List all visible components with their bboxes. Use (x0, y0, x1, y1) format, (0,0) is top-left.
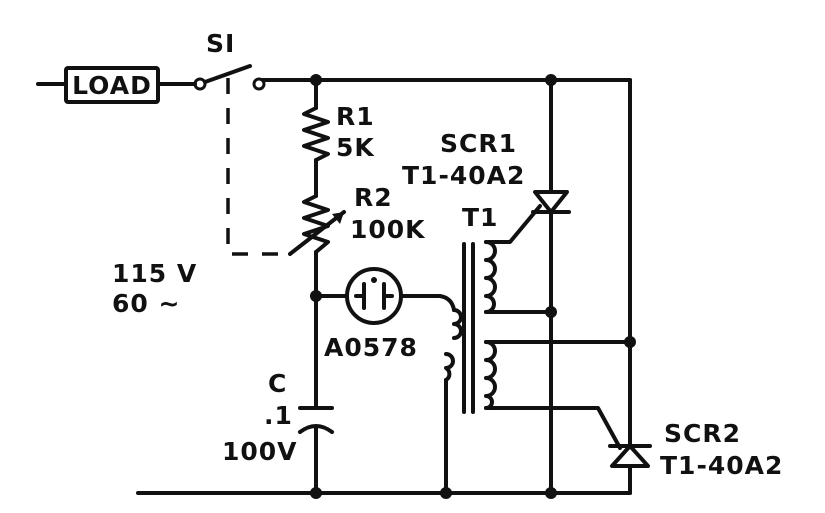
scr2-part-label: T1-40A2 (660, 451, 783, 480)
switch-label: SI (206, 29, 235, 58)
neon-lamp: A0578 (324, 267, 418, 362)
cap-name-label: C (268, 369, 287, 398)
junction-dot (545, 487, 557, 499)
r1-name-label: R1 (336, 102, 375, 131)
load-box: LOAD (64, 66, 160, 104)
junction-dot (545, 306, 557, 318)
transformer-t1: T1 (444, 203, 498, 414)
scr2-name-label: SCR2 (664, 419, 741, 448)
junction-dot (310, 487, 322, 499)
junction-dot (310, 290, 322, 302)
scr1: SCR1 T1-40A2 (402, 129, 571, 214)
supply-frequency-label: 60 ~ (112, 289, 180, 318)
switch-s1: SI (193, 29, 266, 91)
load-label: LOAD (72, 71, 152, 100)
r2-name-label: R2 (354, 183, 393, 212)
resistor-r1: R1 5K (302, 102, 375, 162)
junction-dot (624, 336, 636, 348)
junction-dot (310, 74, 322, 86)
supply-voltage-label: 115 V (112, 259, 197, 288)
lamp-part-label: A0578 (324, 333, 418, 362)
cap-value-label: .1 (264, 401, 293, 430)
supply-label: 115 V 60 ~ (112, 259, 197, 318)
transformer-label: T1 (462, 203, 498, 232)
resistor-r2: R2 100K (288, 183, 426, 256)
junction-dots (310, 74, 636, 499)
scr1-name-label: SCR1 (440, 129, 517, 158)
r1-value-label: 5K (336, 133, 375, 162)
capacitor-c: C .1 100V (222, 369, 334, 466)
junction-dot (545, 74, 557, 86)
r2-value-label: 100K (350, 215, 426, 244)
ganged-link (226, 78, 290, 256)
cap-voltage-label: 100V (222, 437, 298, 466)
scr1-part-label: T1-40A2 (402, 161, 525, 190)
scr2: SCR2 T1-40A2 (608, 419, 783, 480)
junction-dot (440, 487, 452, 499)
